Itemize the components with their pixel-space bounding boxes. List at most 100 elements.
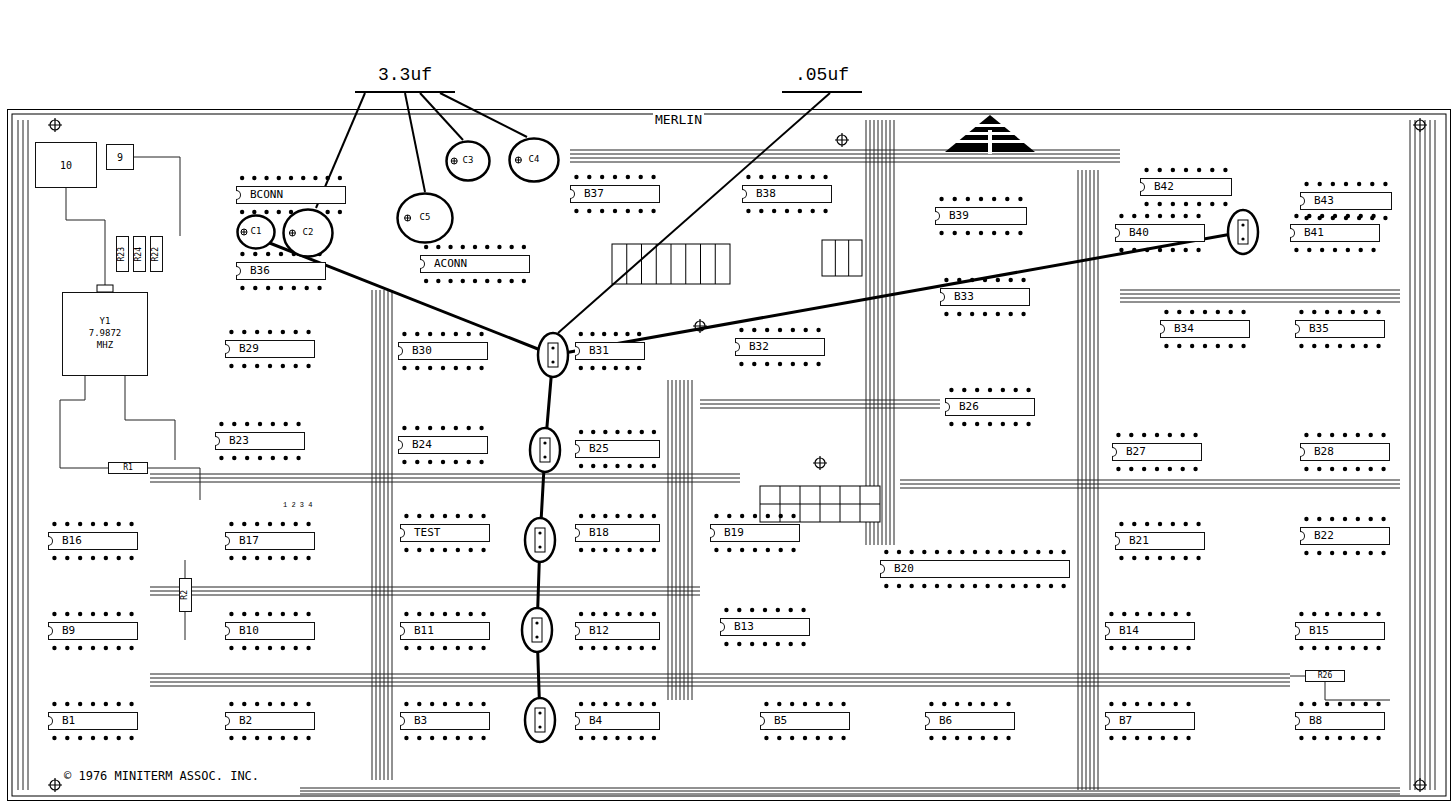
pin-pad [467, 366, 471, 370]
pin-pad [789, 608, 793, 612]
pin-pad [579, 548, 583, 552]
pin-pad [803, 702, 807, 706]
pin-pad [417, 548, 421, 552]
capacitor-lead [543, 455, 546, 458]
pin-pad [129, 612, 133, 616]
pin-pad [1109, 702, 1113, 706]
bypass-capacitor [530, 428, 560, 472]
trace [874, 120, 875, 545]
pin-pad [509, 279, 513, 283]
pin-pad [1061, 550, 1065, 554]
resistor-divider [715, 244, 716, 284]
pin-pad [1307, 214, 1311, 218]
pin-pad [481, 736, 485, 740]
pin-pad [1164, 344, 1168, 348]
pin-pad [268, 556, 272, 560]
pin-pad [798, 209, 802, 213]
pin-pad [763, 642, 767, 646]
pin-pad [816, 362, 820, 366]
pin-pad [264, 210, 268, 214]
pin-pad [803, 736, 807, 740]
pin-pad [1155, 467, 1159, 471]
pin-pad [509, 245, 513, 249]
pin-pad [1177, 310, 1181, 314]
pin-pad [615, 646, 619, 650]
pin-pad [816, 702, 820, 706]
pin-pad [779, 514, 783, 518]
pin-pad [279, 286, 283, 290]
pin-pad [590, 332, 594, 336]
pin-pad [268, 522, 272, 526]
pin-pad [1357, 182, 1361, 186]
capacitor-circle [398, 194, 453, 243]
pin-pad [603, 736, 607, 740]
pin-pad [966, 231, 970, 235]
pin-pad [791, 548, 795, 552]
pin-pad [65, 556, 69, 560]
ic-outline: B4 [575, 712, 660, 730]
trace [185, 560, 186, 578]
pin-pad [266, 252, 270, 256]
pin-pad [1135, 612, 1139, 616]
pin-pad [790, 702, 794, 706]
pin-pad [1132, 214, 1136, 218]
pin-pad [602, 332, 606, 336]
pin-pad [424, 245, 428, 249]
pin-pad [1304, 182, 1308, 186]
pin-pad [229, 364, 233, 368]
pin-pad [294, 522, 298, 526]
capacitor-circle [522, 608, 552, 652]
pin-pad [417, 736, 421, 740]
pin-pad [724, 642, 728, 646]
pin-pad [129, 556, 133, 560]
pin-pad [456, 612, 460, 616]
ic-outline: B2 [225, 712, 315, 730]
part-label: B10 [239, 625, 259, 637]
pin-pad [313, 176, 317, 180]
pin-pad [1006, 736, 1010, 740]
trace [1435, 120, 1436, 790]
pin-pad [829, 736, 833, 740]
pin-pad [960, 584, 964, 588]
pin-pad [1196, 248, 1200, 252]
pin-pad [428, 332, 432, 336]
pin-pad [823, 175, 827, 179]
pin-pad [968, 702, 972, 706]
pin-pad [117, 612, 121, 616]
part-label: B11 [414, 625, 434, 637]
pin-pad [1171, 168, 1175, 172]
part-label: B4 [589, 715, 602, 727]
pin-pad [1299, 344, 1303, 348]
pin-pad [1338, 310, 1342, 314]
trace [878, 120, 879, 545]
pin-pad [652, 736, 656, 740]
part-label: B32 [749, 341, 769, 353]
pin-pad [1174, 612, 1178, 616]
pin-pad [785, 175, 789, 179]
pin-pad [785, 209, 789, 213]
pin-pad [587, 175, 591, 179]
pin-pad [591, 514, 595, 518]
pin-pad [415, 426, 419, 430]
pin-pad [955, 736, 959, 740]
resistor-pack [612, 244, 730, 284]
pin-pad [91, 522, 95, 526]
pin-pad [884, 584, 888, 588]
pin-pad [1144, 168, 1148, 172]
trace [894, 120, 895, 545]
pin-pad [981, 736, 985, 740]
pin-pad [104, 646, 108, 650]
hole-cross [1413, 118, 1427, 132]
pin-pad [737, 608, 741, 612]
resistor-symbol: R2 [179, 578, 192, 612]
capacitor-circle: C2 [282, 208, 334, 258]
ic-outline: B37 [570, 185, 660, 203]
pin-pad [129, 702, 133, 706]
pin-pad [574, 175, 578, 179]
part-label: B43 [1314, 195, 1334, 207]
pin-pad [232, 422, 236, 426]
pin-pad [65, 646, 69, 650]
pin-pad [1369, 467, 1373, 471]
pin-pad [479, 426, 483, 430]
